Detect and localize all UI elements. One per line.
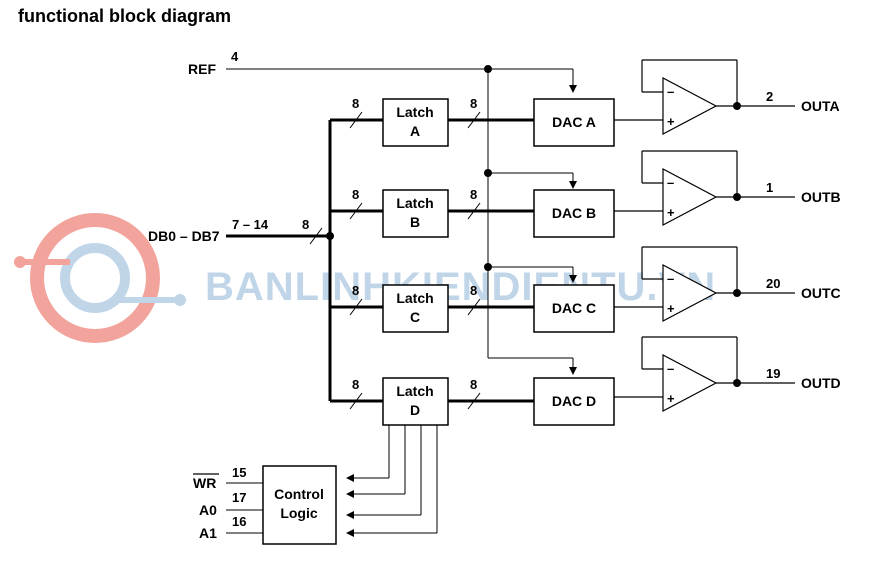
opamp-c-icon: [614, 246, 795, 322]
svg-text:Logic: Logic: [280, 505, 318, 521]
opamp-a-icon: [614, 59, 795, 135]
dac-b-block: DAC B: [533, 189, 615, 238]
opamp-plus: +: [667, 301, 675, 316]
opamp-plus: +: [667, 391, 675, 406]
watermark-text: BANLINHKIENDIENTU.VN: [205, 265, 716, 309]
opamp-minus: –: [667, 84, 674, 99]
ref-junction-dot: [484, 65, 492, 73]
ref-junction-dot: [484, 263, 492, 271]
svg-text:B: B: [410, 214, 420, 230]
outb-pin: 1: [766, 180, 773, 195]
watermark-logo-icon: [14, 213, 186, 343]
ref-input: [226, 68, 577, 375]
svg-text:DAC C: DAC C: [552, 300, 596, 316]
data-bus-label: DB0 – DB7: [148, 228, 220, 244]
control-logic-block: Control Logic: [262, 465, 337, 545]
outb-label: OUTB: [801, 189, 841, 205]
output-junction-dot: [733, 193, 741, 201]
latch-enable-lines: [346, 425, 438, 537]
latch-c-block: Latch C: [382, 284, 449, 333]
svg-text:C: C: [410, 309, 420, 325]
outd-pin: 19: [766, 366, 780, 381]
output-junction-dot: [733, 289, 741, 297]
outa-pin: 2: [766, 89, 773, 104]
outc-pin: 20: [766, 276, 780, 291]
control-inputs: [226, 482, 263, 534]
svg-text:A: A: [410, 123, 420, 139]
bus-width-label: 8: [470, 283, 477, 298]
data-bus-pins: 7 – 14: [232, 217, 269, 232]
dac-a-block: DAC A: [533, 98, 615, 147]
a1-pin: 16: [232, 514, 246, 529]
output-junction-dot: [733, 102, 741, 110]
wr-pin: 15: [232, 465, 246, 480]
dac-d-block: DAC D: [533, 377, 615, 426]
opamp-minus: –: [667, 271, 674, 286]
dac-c-block: DAC C: [533, 284, 615, 333]
wr-label: WR: [193, 475, 216, 491]
latch-d-block: Latch D: [382, 377, 449, 426]
data-bus-width: 8: [302, 217, 309, 232]
a0-pin: 17: [232, 490, 246, 505]
svg-text:DAC A: DAC A: [552, 114, 596, 130]
bus-width-label: 8: [470, 377, 477, 392]
opamp-minus: –: [667, 175, 674, 190]
diagram-title: functional block diagram: [18, 6, 232, 26]
opamp-b-icon: [614, 150, 795, 226]
bus-width-label: 8: [352, 96, 359, 111]
a0-label: A0: [199, 502, 217, 518]
svg-text:Latch: Latch: [396, 104, 433, 120]
bus-width-label: 8: [352, 283, 359, 298]
latch-a-block: Latch A: [382, 98, 449, 147]
latch-b-block: Latch B: [382, 189, 449, 238]
outd-label: OUTD: [801, 375, 841, 391]
svg-text:Latch: Latch: [396, 290, 433, 306]
svg-text:DAC B: DAC B: [552, 205, 596, 221]
svg-text:Latch: Latch: [396, 383, 433, 399]
outa-label: OUTA: [801, 98, 840, 114]
opamp-minus: –: [667, 361, 674, 376]
ref-pin: 4: [231, 49, 239, 64]
opamp-plus: +: [667, 205, 675, 220]
svg-text:DAC D: DAC D: [552, 393, 596, 409]
bus-width-label: 8: [470, 187, 477, 202]
ref-junction-dot: [484, 169, 492, 177]
outc-label: OUTC: [801, 285, 841, 301]
bus-slash-marks: [309, 111, 481, 410]
opamp-plus: +: [667, 114, 675, 129]
svg-text:Control: Control: [274, 486, 324, 502]
bus-width-label: 8: [352, 377, 359, 392]
output-junction-dot: [733, 379, 741, 387]
opamp-d-icon: [614, 336, 795, 412]
a1-label: A1: [199, 525, 217, 541]
svg-text:D: D: [410, 402, 420, 418]
ref-label: REF: [188, 61, 216, 77]
bus-width-label: 8: [470, 96, 477, 111]
bus-width-label: 8: [352, 187, 359, 202]
svg-text:Latch: Latch: [396, 195, 433, 211]
bus-junction-dot: [326, 232, 334, 240]
